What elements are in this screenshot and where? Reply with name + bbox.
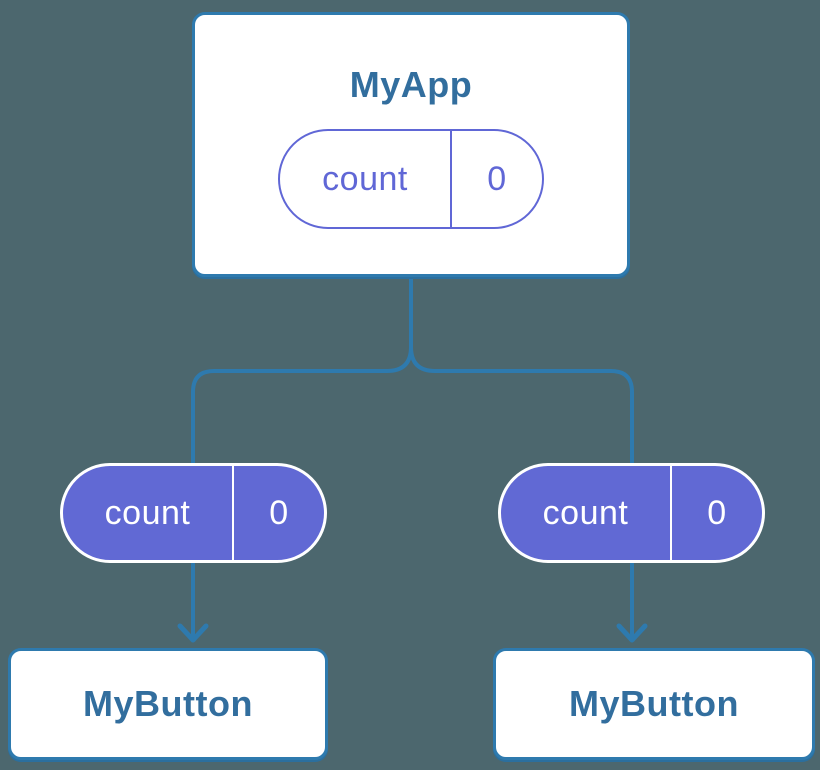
root-state-value: 0 xyxy=(450,131,542,227)
left-branch-connector xyxy=(191,346,413,463)
right-branch-connector xyxy=(409,346,634,463)
root-component-node: MyApp count 0 xyxy=(192,12,630,277)
root-state-pill: count 0 xyxy=(278,129,544,229)
left-child-component-title: MyButton xyxy=(83,683,253,724)
right-child-component-title: MyButton xyxy=(569,683,739,724)
root-state-name: count xyxy=(322,159,408,198)
right-arrow-head-icon xyxy=(616,623,648,643)
left-child-state-pill: count 0 xyxy=(60,463,327,563)
left-arrow-head-icon xyxy=(177,623,209,643)
root-component-title: MyApp xyxy=(349,64,473,105)
left-child-state-name: count xyxy=(104,493,191,532)
right-child-component-node: MyButton xyxy=(493,648,815,760)
left-child-state-value: 0 xyxy=(232,466,324,560)
right-child-state-pill: count 0 xyxy=(498,463,765,563)
left-child-component-node: MyButton xyxy=(8,648,328,760)
right-child-state-name: count xyxy=(542,493,629,532)
right-child-state-value: 0 xyxy=(670,466,762,560)
